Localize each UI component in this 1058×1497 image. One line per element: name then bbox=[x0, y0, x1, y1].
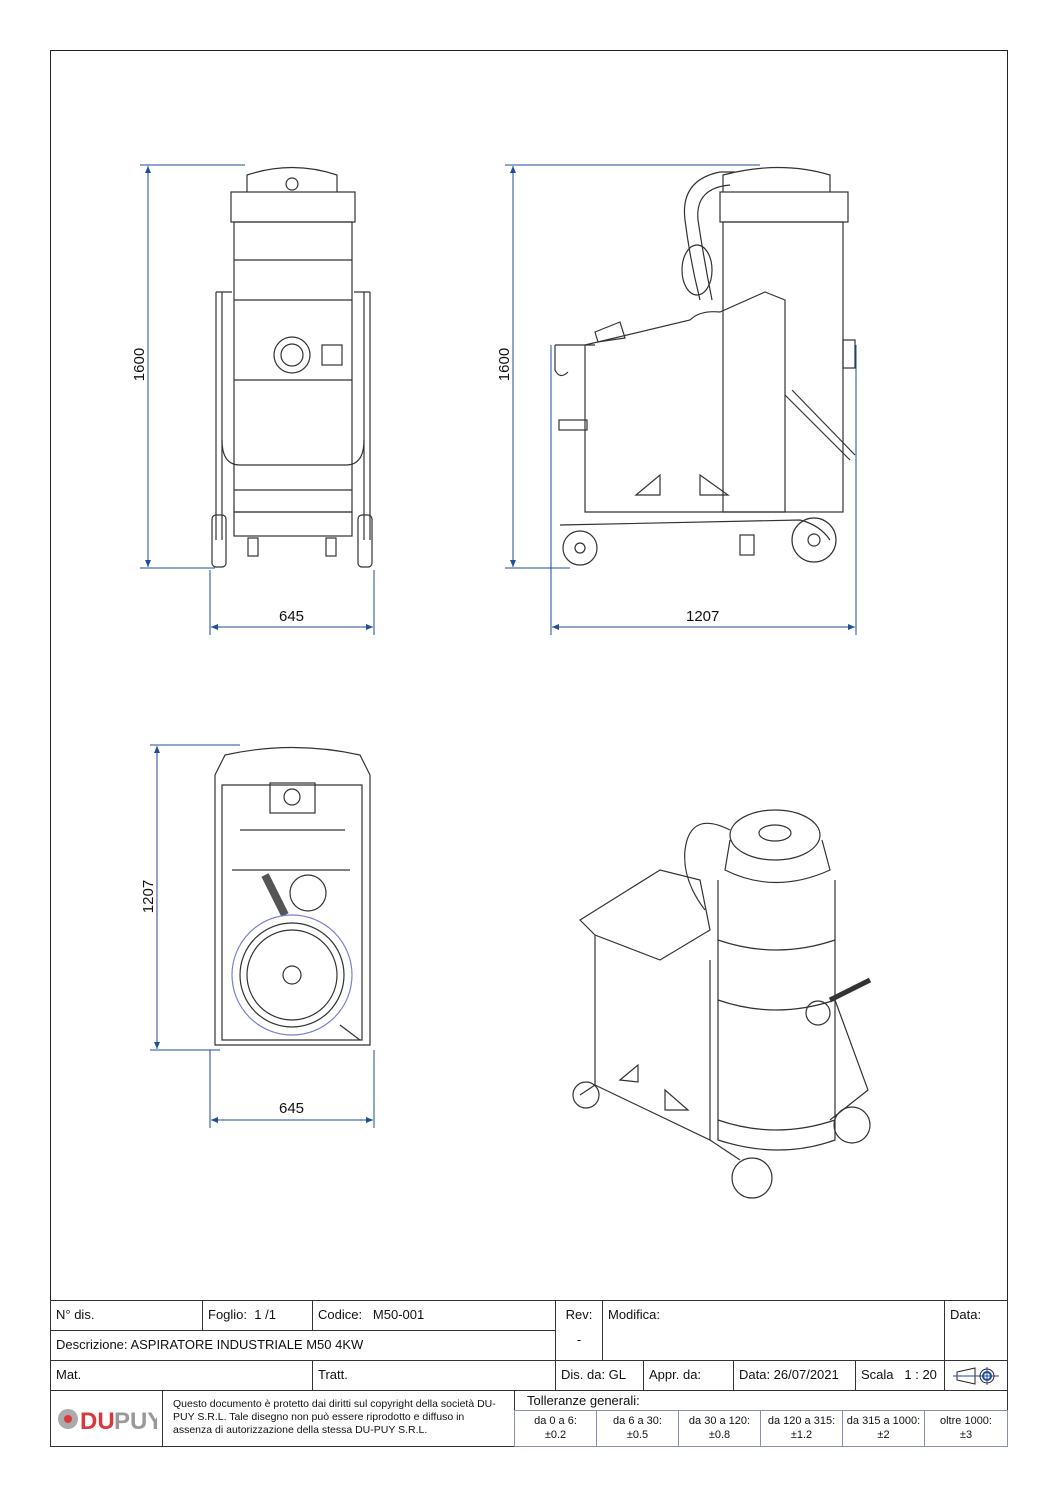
codice-value: M50-001 bbox=[372, 1307, 425, 1322]
descrizione-value: ASPIRATORE INDUSTRIALE M50 4KW bbox=[130, 1337, 364, 1352]
svg-text:DU: DU bbox=[80, 1408, 115, 1434]
tolerance-range: da 315 a 1000: bbox=[846, 1415, 921, 1427]
tolerance-cell: oltre 1000: ±3 bbox=[924, 1410, 1008, 1447]
scala-label: Scala bbox=[861, 1367, 894, 1382]
n-dis-cell: N° dis. bbox=[50, 1300, 203, 1331]
tolerance-value: ±1.2 bbox=[790, 1429, 813, 1441]
date-cell: Data: 26/07/2021 bbox=[733, 1360, 856, 1391]
foglio-cell: Foglio: 1 /1 bbox=[202, 1300, 313, 1331]
tolerance-range: da 120 a 315: bbox=[767, 1415, 836, 1427]
dis-da-cell: Dis. da: GL bbox=[555, 1360, 644, 1391]
isometric-view bbox=[572, 809, 872, 1199]
scala-value: 1 : 20 bbox=[904, 1367, 937, 1382]
rev-cell: Rev: - bbox=[555, 1300, 603, 1361]
tolerance-value: ±0.5 bbox=[626, 1429, 649, 1441]
tolerance-value: ±0.2 bbox=[544, 1429, 567, 1441]
side-view bbox=[554, 166, 856, 566]
projection-symbol-icon bbox=[953, 1367, 999, 1385]
dimension-top-width: 645 bbox=[279, 1100, 305, 1117]
tolerance-range: da 6 a 30: bbox=[613, 1415, 662, 1427]
svg-text:PUY: PUY bbox=[114, 1408, 157, 1434]
dimension-front-width: 645 bbox=[279, 608, 305, 625]
front-view bbox=[211, 166, 373, 568]
top-view bbox=[214, 746, 371, 1046]
tolerance-range: oltre 1000: bbox=[940, 1415, 992, 1427]
foglio-value: 1 /1 bbox=[254, 1307, 276, 1322]
dimension-lines bbox=[140, 164, 857, 1128]
tolerance-range: da 30 a 120: bbox=[688, 1415, 751, 1427]
tolerance-cell: da 315 a 1000: ±2 bbox=[842, 1410, 925, 1447]
codice-cell: Codice: M50-001 bbox=[312, 1300, 556, 1331]
descrizione-label: Descrizione: bbox=[56, 1337, 128, 1352]
data-cell: Data: bbox=[944, 1300, 1008, 1361]
rev-value: - bbox=[576, 1332, 582, 1347]
tolerance-cell: da 0 a 6: ±0.2 bbox=[514, 1410, 597, 1447]
tolerance-cell: da 6 a 30: ±0.5 bbox=[596, 1410, 679, 1447]
descrizione-cell: Descrizione: ASPIRATORE INDUSTRIALE M50 … bbox=[50, 1330, 556, 1361]
appr-da-cell: Appr. da: bbox=[643, 1360, 734, 1391]
tratt-cell: Tratt. bbox=[312, 1360, 556, 1391]
mat-cell: Mat. bbox=[50, 1360, 313, 1391]
dimension-side-length: 1207 bbox=[686, 608, 720, 625]
codice-label: Codice: bbox=[318, 1307, 363, 1322]
tolerances-title: Tolleranze generali: bbox=[514, 1390, 1008, 1411]
scala-cell: Scala 1 : 20 bbox=[855, 1360, 945, 1391]
rev-label: Rev: bbox=[565, 1307, 593, 1322]
tolerance-value: ±2 bbox=[877, 1429, 890, 1441]
dimension-front-height: 1600 bbox=[131, 347, 149, 382]
dimension-side-height: 1600 bbox=[496, 347, 514, 382]
projection-symbol-cell bbox=[944, 1360, 1008, 1391]
foglio-label: Foglio: bbox=[208, 1307, 248, 1322]
tolerance-value: ±3 bbox=[959, 1429, 973, 1441]
modifica-cell: Modifica: bbox=[602, 1300, 945, 1361]
dimension-top-length: 1207 bbox=[140, 879, 158, 914]
copyright-notice: Questo documento è protetto dai diritti … bbox=[162, 1390, 515, 1447]
tolerance-cell: da 30 a 120: ±0.8 bbox=[678, 1410, 761, 1447]
tolerance-cell: da 120 a 315: ±1.2 bbox=[760, 1410, 843, 1447]
tolerance-range: da 0 a 6: bbox=[534, 1415, 577, 1427]
tolerance-value: ±0.8 bbox=[708, 1429, 731, 1441]
